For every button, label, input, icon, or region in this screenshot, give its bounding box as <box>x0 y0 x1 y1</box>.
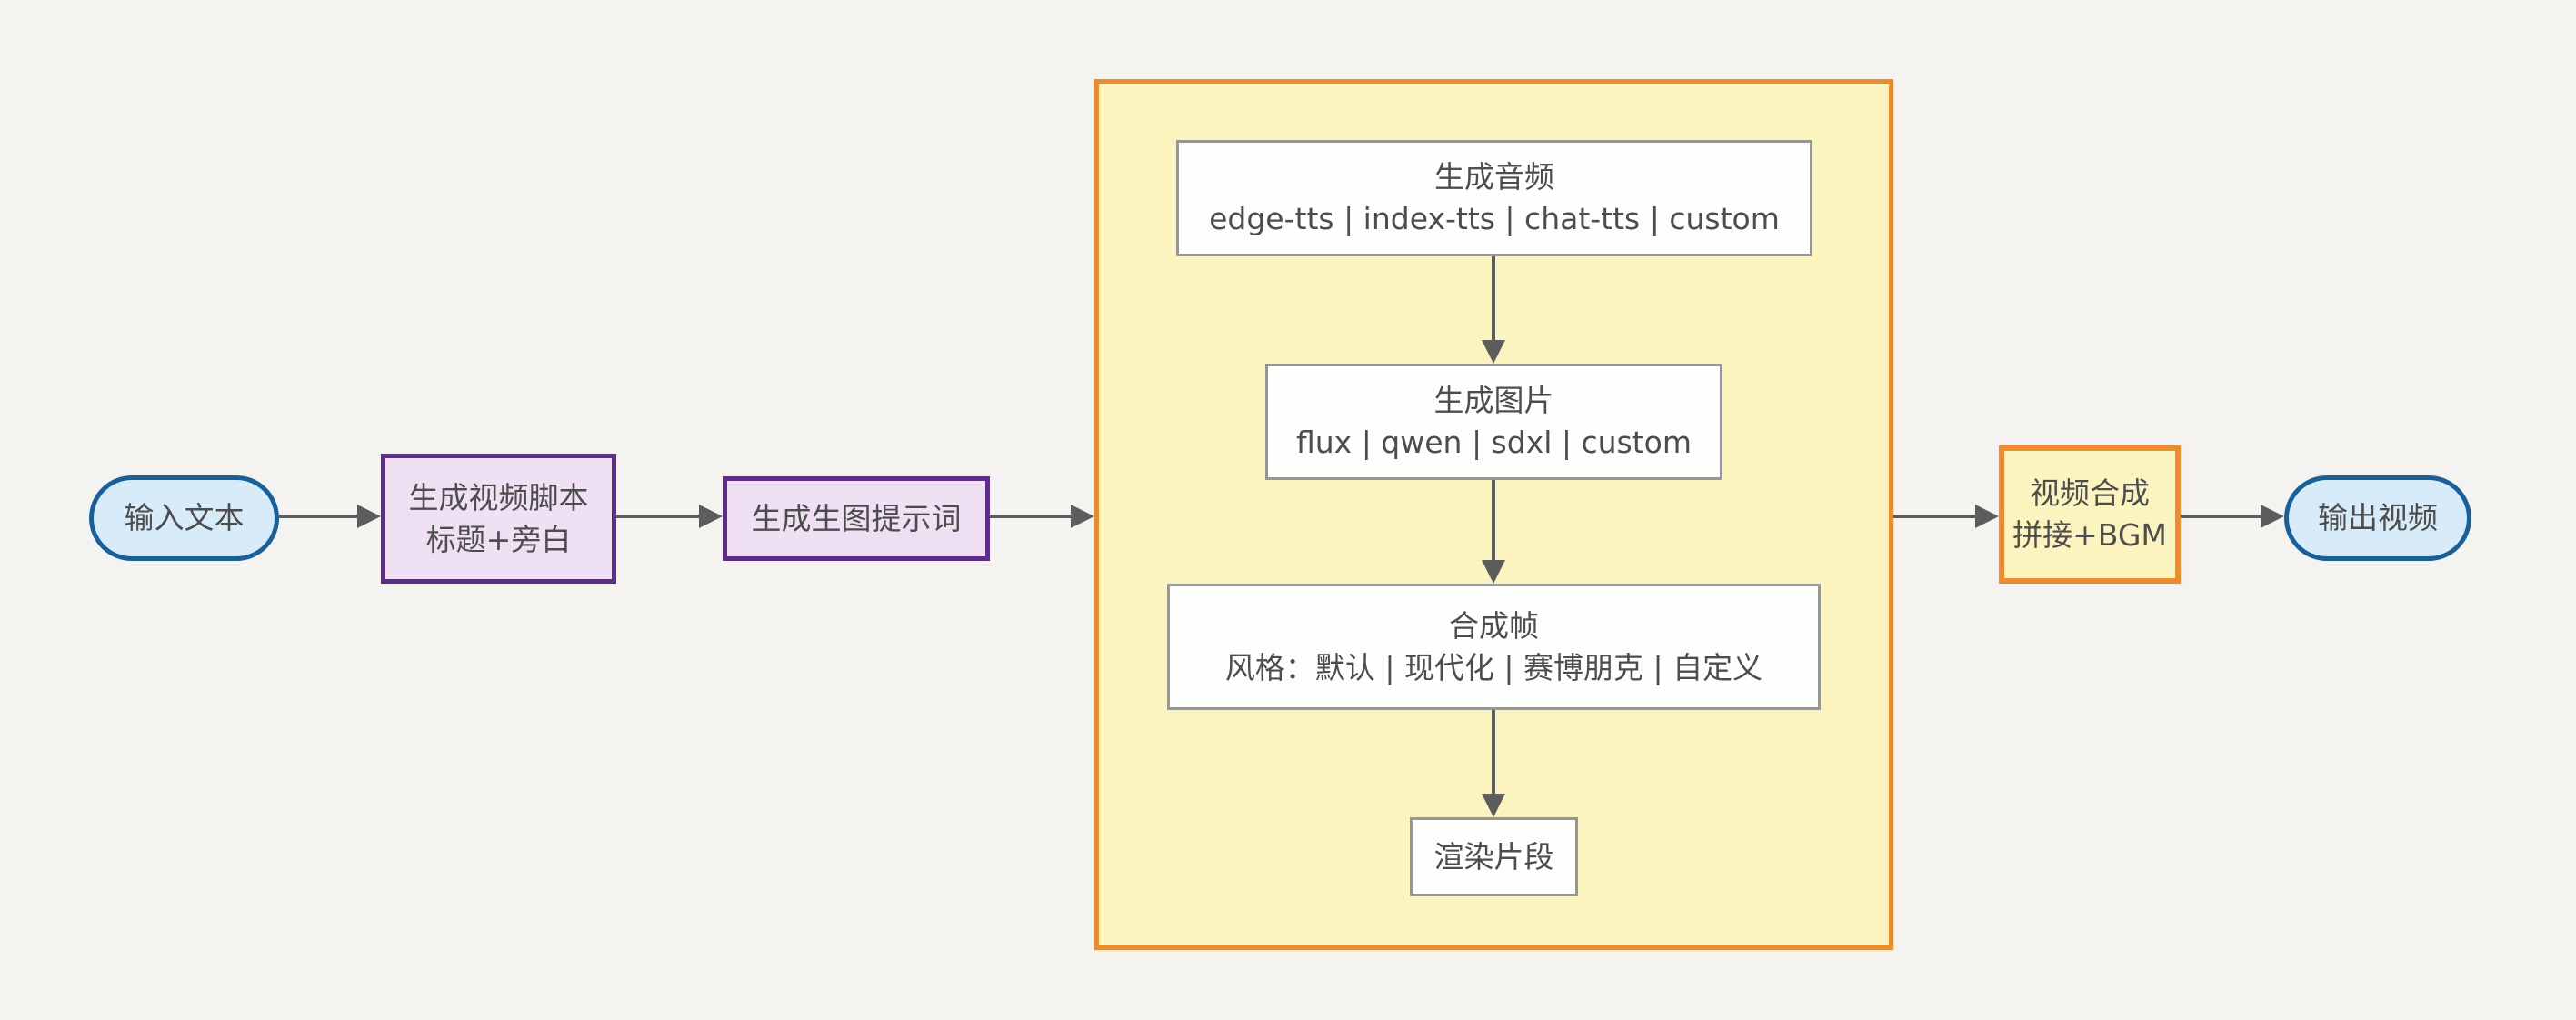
node-render-clip: 渲染片段 <box>1410 817 1578 896</box>
node-gen-image-options: flux | qwen | sdxl | custom <box>1295 425 1692 460</box>
arrowhead-icon <box>1975 505 1999 528</box>
arrow-input-to-script <box>279 505 381 528</box>
node-compose-frame-title: 合成帧 <box>1449 607 1539 644</box>
arrow-image-to-frame <box>1482 480 1505 584</box>
node-compose-frame-options: 风格：默认 | 现代化 | 赛博朋克 | 自定义 <box>1224 649 1763 685</box>
node-video-compose-line1: 视频合成 <box>2030 475 2150 511</box>
node-input-text-label: 输入文本 <box>124 500 245 535</box>
arrowhead-icon <box>699 505 723 528</box>
arrowhead-icon <box>2261 505 2284 528</box>
node-render-clip-label: 渲染片段 <box>1433 838 1554 875</box>
node-video-compose-line2: 拼接+BGM <box>2012 517 2167 553</box>
arrow-subgraph-to-compose <box>1893 505 1999 528</box>
arrowhead-icon <box>1482 340 1505 364</box>
arrow-frame-to-render <box>1482 710 1505 817</box>
node-output-video-label: 输出视频 <box>2318 500 2438 535</box>
arrow-line <box>1492 710 1495 797</box>
arrow-line <box>616 515 703 518</box>
node-gen-image-prompt: 生成生图提示词 <box>723 476 990 561</box>
node-gen-video-script: 生成视频脚本 标题+旁白 <box>381 454 616 584</box>
node-gen-audio: 生成音频 edge-tts | index-tts | chat-tts | c… <box>1176 140 1812 256</box>
node-video-compose: 视频合成 拼接+BGM <box>1999 445 2181 584</box>
node-gen-audio-title: 生成音频 <box>1434 159 1554 195</box>
arrow-line <box>1492 256 1495 344</box>
node-gen-image-title: 生成图片 <box>1433 383 1554 418</box>
arrowhead-icon <box>1071 505 1094 528</box>
node-gen-audio-options: edge-tts | index-tts | chat-tts | custom <box>1209 201 1780 236</box>
node-output-video: 输出视频 <box>2284 475 2471 561</box>
arrow-line <box>2181 515 2264 518</box>
arrow-line <box>1893 515 1979 518</box>
arrow-prompt-to-subgraph <box>990 505 1094 528</box>
node-gen-video-script-line1: 生成视频脚本 <box>408 479 589 515</box>
arrow-line <box>990 515 1074 518</box>
arrowhead-icon <box>357 505 381 528</box>
arrow-compose-to-output <box>2181 505 2284 528</box>
node-compose-frame: 合成帧 风格：默认 | 现代化 | 赛博朋克 | 自定义 <box>1167 584 1821 710</box>
arrowhead-icon <box>1482 560 1505 584</box>
node-gen-image-prompt-label: 生成生图提示词 <box>751 500 962 536</box>
arrowhead-icon <box>1482 794 1505 817</box>
arrow-audio-to-image <box>1482 256 1505 364</box>
node-gen-video-script-line2: 标题+旁白 <box>425 521 572 557</box>
node-gen-image: 生成图片 flux | qwen | sdxl | custom <box>1265 364 1722 480</box>
arrow-script-to-prompt <box>616 505 723 528</box>
arrow-line <box>1492 480 1495 564</box>
node-input-text: 输入文本 <box>89 475 279 561</box>
arrow-line <box>279 515 361 518</box>
